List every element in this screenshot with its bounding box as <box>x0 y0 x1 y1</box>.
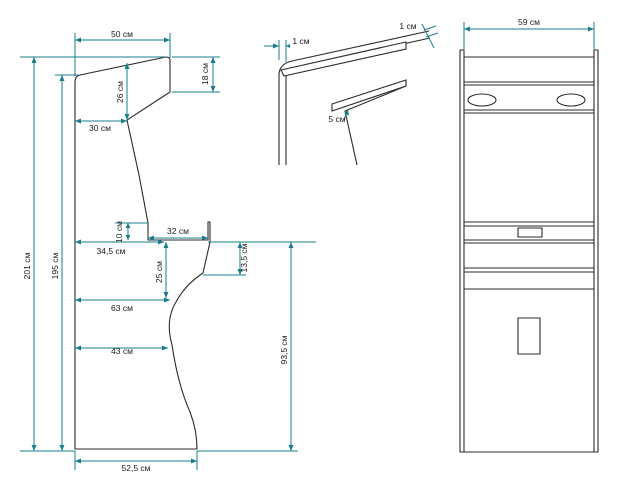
dim-front-width: 59 см <box>518 17 540 27</box>
detail-view <box>278 30 431 166</box>
front-right-post <box>593 49 599 453</box>
front-left-post <box>459 49 465 453</box>
front-view <box>459 49 599 453</box>
detail-view-dimensions: 1 см 1 см 5 см <box>264 21 439 124</box>
detail-screen-panel <box>331 79 407 112</box>
dim-base-width: 52,5 см <box>122 463 151 473</box>
detail-marquee-panel <box>280 41 407 77</box>
front-coin-slot <box>517 227 543 238</box>
dim-panel-front: 13,5 см <box>239 243 249 272</box>
dim-shelf-thickness: 10 см <box>114 221 124 243</box>
dim-detail-thickness-right: 1 см <box>399 21 416 31</box>
dim-top-height: 18 см <box>200 63 210 85</box>
side-view <box>74 56 211 450</box>
dim-panel-depth: 34,5 см <box>97 246 126 256</box>
dim-detail-screen-gap: 5 см <box>328 114 345 124</box>
detail-back-outer <box>278 30 430 165</box>
front-coin-door <box>517 317 541 355</box>
front-left-speaker <box>467 93 497 107</box>
front-right-speaker <box>556 93 586 107</box>
side-view-outline <box>74 56 211 450</box>
dim-base-height: 93,5 см <box>279 335 289 364</box>
dim-total-height: 201 см <box>22 253 32 280</box>
dim-top-width: 50 см <box>111 29 133 39</box>
dim-lower-depth: 43 см <box>111 346 133 356</box>
dim-detail-thickness-left: 1 см <box>292 36 309 46</box>
dim-panel-drop: 25 см <box>154 261 164 283</box>
dim-waist-depth: 63 см <box>111 303 133 313</box>
side-view-dimensions: 50 см 18 см 26 см 30 см 201 см 195 см <box>20 29 316 473</box>
dim-body-height: 195 см <box>50 253 60 280</box>
dim-shelf-depth: 32 см <box>167 226 189 236</box>
dim-marquee-depth: 30 см <box>89 123 111 133</box>
dim-marquee-drop: 26 см <box>115 81 125 103</box>
front-view-dimensions: 59 см <box>463 17 595 50</box>
detail-screen-slope <box>344 85 407 166</box>
